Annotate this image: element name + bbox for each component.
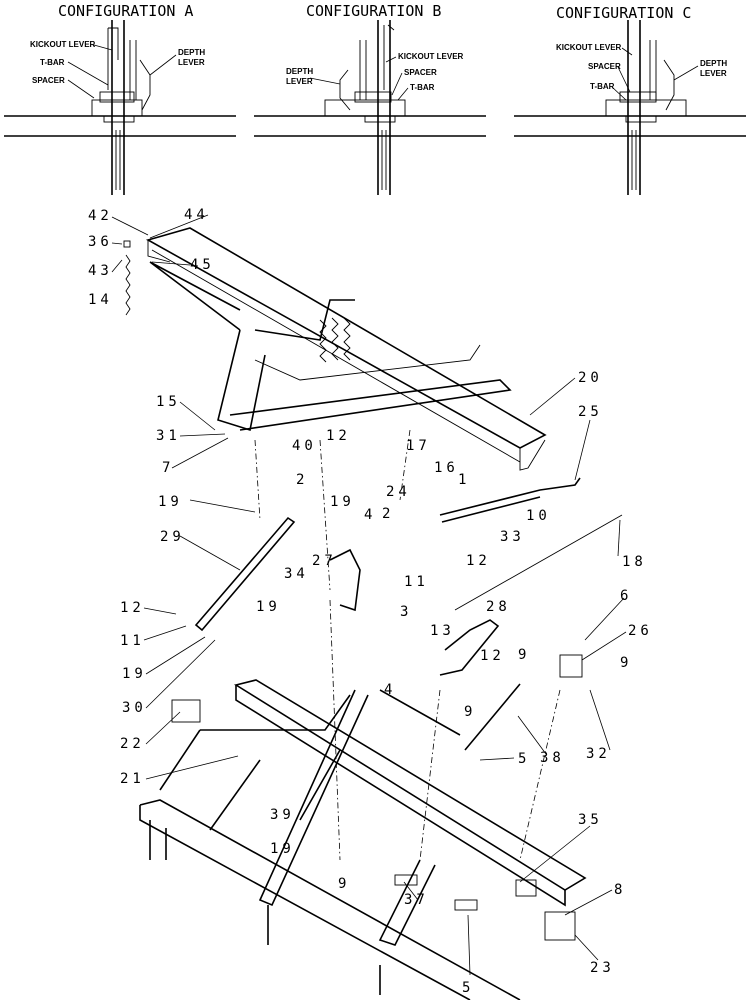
callout-37: 37 [404,892,429,908]
config-a-label-spacer: SPACER [32,76,65,85]
callout-11-b: 11 [120,633,145,649]
callout-45: 45 [190,257,215,273]
callout-18: 18 [622,554,647,570]
config-c-label-depth: DEPTH [700,59,727,68]
callout-21: 21 [120,771,145,787]
callout-22: 22 [120,736,145,752]
config-c-label-tbar: T-BAR [590,82,615,91]
callout-9-c: 9 [464,704,476,720]
callout-32: 32 [586,746,611,762]
callout-13: 13 [430,623,455,639]
callout-42: 42 [88,208,113,224]
callout-19-d: 19 [122,666,147,682]
callout-25: 25 [578,404,603,420]
configuration-c: CONFIGURATION C KICKOUT LEVER SPACER T-B… [514,4,746,195]
callout-20: 20 [578,370,603,386]
callout-12-b: 12 [466,553,491,569]
callout-12-c: 12 [120,600,145,616]
callout-26: 26 [628,623,653,639]
callout-1-a: 1 [458,472,470,488]
callout-38: 38 [540,750,565,766]
callout-3: 3 [400,604,412,620]
callout-2-a: 2 [296,472,308,488]
callout-leaders [111,214,627,976]
callout-10: 10 [526,508,551,524]
callout-23: 23 [590,960,615,976]
config-b-label-spacer: SPACER [404,68,437,77]
config-b-label-depth: DEPTH [286,67,313,76]
upper-frame-assembly [123,227,623,861]
callout-35: 35 [578,812,603,828]
callout-19-a: 19 [330,494,355,510]
config-c-label-kickout: KICKOUT LEVER [556,43,622,52]
configuration-b: CONFIGURATION B KICKOUT LEVER DEPTH LEVE… [254,2,486,195]
callout-12-a: 12 [326,428,351,444]
callout-24: 24 [386,484,411,500]
callout-6: 6 [620,588,632,604]
callout-39: 39 [270,807,295,823]
callout-7: 7 [162,460,174,476]
callout-15: 15 [156,394,181,410]
callout-5-b: 5 [462,980,474,996]
callout-9-d: 9 [338,876,350,892]
callout-11-a: 11 [404,574,429,590]
config-a-label-kickout: KICKOUT LEVER [30,40,96,49]
callout-43: 43 [88,263,113,279]
callout-28: 28 [486,599,511,615]
callout-31: 31 [156,428,181,444]
callout-40: 40 [292,438,317,454]
callout-17: 17 [406,438,431,454]
callout-27: 27 [312,553,337,569]
configuration-a-title: CONFIGURATION A [58,2,193,20]
configuration-a: CONFIGURATION A KICKOUT LEVER T-BAR SPAC… [4,2,236,195]
callout-12-d: 12 [480,648,505,664]
callout-19-c: 19 [256,599,281,615]
config-b-label-lever: LEVER [286,77,313,86]
callout-19-b: 19 [158,494,183,510]
callout-4-b: 4 [384,682,396,698]
callout-4-a: 4 [364,507,376,523]
callout-36: 36 [88,234,113,250]
callout-30: 30 [122,700,147,716]
callout-44: 44 [184,207,209,223]
config-c-label-lever: LEVER [700,69,727,78]
lower-frame-assembly [139,679,587,1000]
callout-29: 29 [160,529,185,545]
configuration-b-title: CONFIGURATION B [306,2,441,20]
config-a-label-lever: LEVER [178,58,205,67]
config-c-label-spacer: SPACER [588,62,621,71]
callout-8: 8 [614,882,626,898]
callout-numbers: 42 44 36 43 45 14 20 25 15 31 7 40 12 17… [88,207,653,996]
config-a-label-tbar: T-BAR [40,58,65,67]
config-b-label-tbar: T-BAR [410,83,435,92]
config-a-label-depth: DEPTH [178,48,205,57]
callout-34: 34 [284,566,309,582]
callout-9-a: 9 [518,647,530,663]
callout-2-b: 2 [382,506,394,522]
callout-14: 14 [88,292,113,308]
callout-19-e: 19 [270,841,295,857]
callout-5-a: 5 [518,751,530,767]
config-b-label-kickout: KICKOUT LEVER [398,52,464,61]
configuration-c-title: CONFIGURATION C [556,4,691,22]
callout-16: 16 [434,460,459,476]
callout-9-b: 9 [620,655,632,671]
callout-33: 33 [500,529,525,545]
